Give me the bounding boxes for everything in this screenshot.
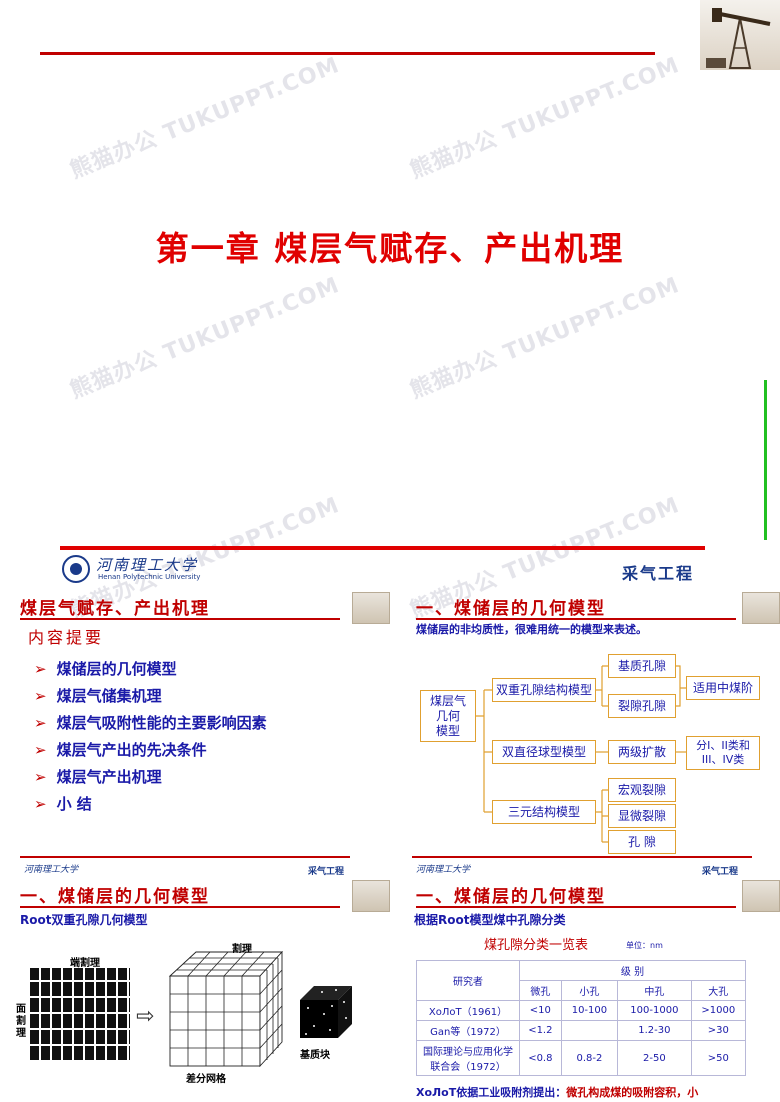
university-header: 河南理工大学 Henan Polytechnic University 采气工程 xyxy=(0,540,780,590)
matrix-label: 基质块 xyxy=(300,1050,330,1061)
mini-footer-line xyxy=(412,856,752,858)
mini-course-name: 采气工程 xyxy=(702,867,739,877)
list-item: ➢煤储层的几何模型 xyxy=(34,660,177,678)
footer-text: ХоЛоТ依据工业吸附剂提出：微孔构成煤的吸附容积，小 xyxy=(416,1086,699,1099)
slide5-title: 一、煤储层的几何模型 xyxy=(20,887,210,907)
slide3-outline: 煤层气赋存、产出机理 内容提要 ➢煤储层的几何模型 ➢煤层气储集机理 ➢煤层气吸… xyxy=(0,590,390,877)
mini-footer-line xyxy=(20,856,350,858)
list-item: ➢煤层气产出的先决条件 xyxy=(34,741,207,759)
researcher-header: 研究者 xyxy=(416,960,520,1001)
arrow-bullet-icon: ➢ xyxy=(34,768,47,786)
table-header-cell: 小孔 xyxy=(560,980,619,1001)
grid-label: 差分网格 xyxy=(186,1074,226,1085)
header-red-line xyxy=(60,546,705,550)
title-underline xyxy=(416,618,736,620)
course-name: 采气工程 xyxy=(622,564,695,583)
slide6-pore-classification: 一、煤储层的几何模型 根据Root模型煤中孔隙分类 煤孔隙分类一览表 单位：nm… xyxy=(408,878,780,1102)
slide3-subtitle: 内容提要 xyxy=(28,628,105,647)
slide6-subtitle: 根据Root模型煤中孔隙分类 xyxy=(414,913,566,927)
title-underline xyxy=(40,52,655,55)
table-header-cell: 微孔 xyxy=(519,980,562,1001)
table-header-cell: 大孔 xyxy=(690,980,747,1001)
university-logo-icon xyxy=(62,555,90,583)
level-header: 级 别 xyxy=(519,960,746,981)
title-underline xyxy=(20,906,340,908)
end-cleat-label: 端割理 xyxy=(70,958,100,969)
arrow-bullet-icon: ➢ xyxy=(34,714,47,732)
slide-title: 第一章 煤层气赋存、产出机理 xyxy=(155,229,625,268)
oil-pump-thumbnail xyxy=(352,592,390,624)
mini-university-name: 河南理工大学 xyxy=(24,865,79,875)
finite-difference-grid xyxy=(168,950,284,1068)
mini-course-name: 采气工程 xyxy=(308,867,345,877)
table-title: 煤孔隙分类一览表 xyxy=(484,938,589,953)
table-header-cell: 中孔 xyxy=(617,980,692,1001)
slide4-geometry-model: 一、煤储层的几何模型 煤储层的非均质性，很难用统一的模型来表述。 煤层气 几何 … xyxy=(408,590,780,877)
university-name-en: Henan Polytechnic University xyxy=(98,573,201,581)
coal-cleat-overlay xyxy=(30,968,130,1060)
mini-university-name: 河南理工大学 xyxy=(416,865,471,875)
matrix-block xyxy=(300,986,352,1038)
face-cleat-label: 面割理 xyxy=(16,1004,26,1039)
slide3-title: 煤层气赋存、产出机理 xyxy=(20,599,210,619)
dual-diameter-sphere-model-box: 双直径球型模型 xyxy=(492,740,596,764)
slide5-subtitle: Root双重孔隙几何模型 xyxy=(20,913,148,927)
arrow-right-icon: ⇨ xyxy=(136,1004,155,1029)
oil-pump-thumbnail xyxy=(352,880,390,912)
cleat-label: 割理 xyxy=(232,944,252,955)
title-underline xyxy=(416,906,736,908)
oil-pump-image xyxy=(700,0,780,70)
green-bar xyxy=(764,380,767,540)
list-item: ➢小 结 xyxy=(34,795,92,813)
class-note-box: 分I、II类和 III、IV类 xyxy=(686,736,760,770)
root-model-box: 煤层气 几何 模型 xyxy=(420,690,476,742)
university-name-cn: 河南理工大学 xyxy=(96,556,199,574)
arrow-bullet-icon: ➢ xyxy=(34,687,47,705)
pore-box: 孔 隙 xyxy=(608,830,676,854)
list-item: ➢煤层气吸附性能的主要影响因素 xyxy=(34,714,267,732)
title-underline xyxy=(20,618,340,620)
slide1: 第一章 煤层气赋存、产出机理 xyxy=(0,0,780,540)
oil-pump-thumbnail xyxy=(742,592,780,624)
arrow-bullet-icon: ➢ xyxy=(34,741,47,759)
dual-porosity-model-box: 双重孔隙结构模型 xyxy=(492,678,596,702)
micro-fracture-box: 显微裂隙 xyxy=(608,804,676,828)
slide4-intro: 煤储层的非均质性，很难用统一的模型来表述。 xyxy=(416,623,647,636)
arrow-bullet-icon: ➢ xyxy=(34,660,47,678)
list-item: ➢煤层气产出机理 xyxy=(34,768,162,786)
matrix-pore-box: 基质孔隙 xyxy=(608,654,676,678)
slide5-root-model: 一、煤储层的几何模型 Root双重孔隙几何模型 端割理 面割理 ⇨ 割理 差分网… xyxy=(0,878,390,1102)
tree-connectors xyxy=(475,665,686,843)
medium-rank-note-box: 适用中煤阶 xyxy=(686,676,760,700)
slide6-title: 一、煤储层的几何模型 xyxy=(416,887,606,907)
list-item: ➢煤层气储集机理 xyxy=(34,687,162,705)
oil-pump-thumbnail xyxy=(742,880,780,912)
two-level-diffusion-box: 两级扩散 xyxy=(608,740,676,764)
table-unit: 单位：nm xyxy=(626,941,663,950)
arrow-bullet-icon: ➢ xyxy=(34,795,47,813)
triple-structure-model-box: 三元结构模型 xyxy=(492,800,596,824)
outline-list: ➢煤储层的几何模型 ➢煤层气储集机理 ➢煤层气吸附性能的主要影响因素 ➢煤层气产… xyxy=(34,658,267,820)
slide4-title: 一、煤储层的几何模型 xyxy=(416,599,606,619)
macro-fracture-box: 宏观裂隙 xyxy=(608,778,676,802)
fracture-pore-box: 裂隙孔隙 xyxy=(608,694,676,718)
